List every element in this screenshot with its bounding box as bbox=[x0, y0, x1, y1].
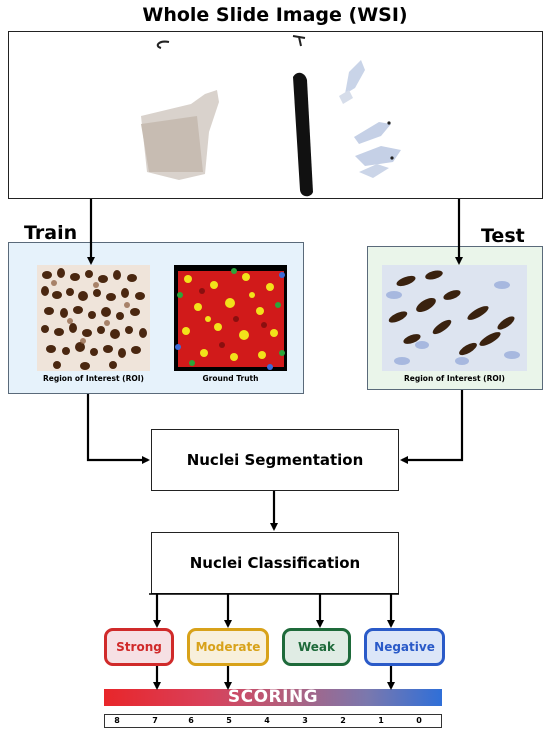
score-tick: 8 bbox=[114, 716, 120, 725]
score-tick: 3 bbox=[302, 716, 308, 725]
wsi-slide-illustration bbox=[141, 35, 401, 197]
score-scale: 8 7 6 5 4 3 2 1 0 bbox=[104, 714, 442, 728]
arrow-test-to-segmentation bbox=[400, 390, 464, 464]
train-label: Train bbox=[24, 222, 78, 244]
train-roi-image bbox=[37, 265, 150, 371]
class-moderate: Moderate bbox=[187, 628, 269, 666]
class-strong: Strong bbox=[104, 628, 174, 666]
nuclei-segmentation-box: Nuclei Segmentation bbox=[151, 429, 399, 491]
class-negative: Negative bbox=[364, 628, 445, 666]
scoring-bar: SCORING bbox=[104, 689, 442, 706]
class-weak: Weak bbox=[282, 628, 351, 666]
nuclei-classification-box: Nuclei Classification bbox=[151, 532, 399, 594]
test-roi-caption: Region of Interest (ROI) bbox=[404, 374, 505, 383]
score-tick: 2 bbox=[340, 716, 346, 725]
arrow-train-to-segmentation bbox=[86, 394, 150, 464]
score-tick: 0 bbox=[416, 716, 422, 725]
test-roi-image bbox=[382, 265, 527, 371]
score-tick: 1 bbox=[378, 716, 384, 725]
score-tick: 4 bbox=[264, 716, 270, 725]
wsi-image bbox=[8, 31, 543, 199]
diagram-title: Whole Slide Image (WSI) bbox=[142, 4, 408, 26]
ground-truth-image bbox=[174, 265, 287, 371]
score-tick: 5 bbox=[226, 716, 232, 725]
train-roi-caption: Region of Interest (ROI) bbox=[43, 374, 144, 383]
ground-truth-caption: Ground Truth bbox=[202, 374, 259, 383]
score-tick: 6 bbox=[188, 716, 194, 725]
score-tick: 7 bbox=[152, 716, 158, 725]
scoring-label: SCORING bbox=[227, 687, 319, 707]
test-label: Test bbox=[481, 225, 525, 247]
